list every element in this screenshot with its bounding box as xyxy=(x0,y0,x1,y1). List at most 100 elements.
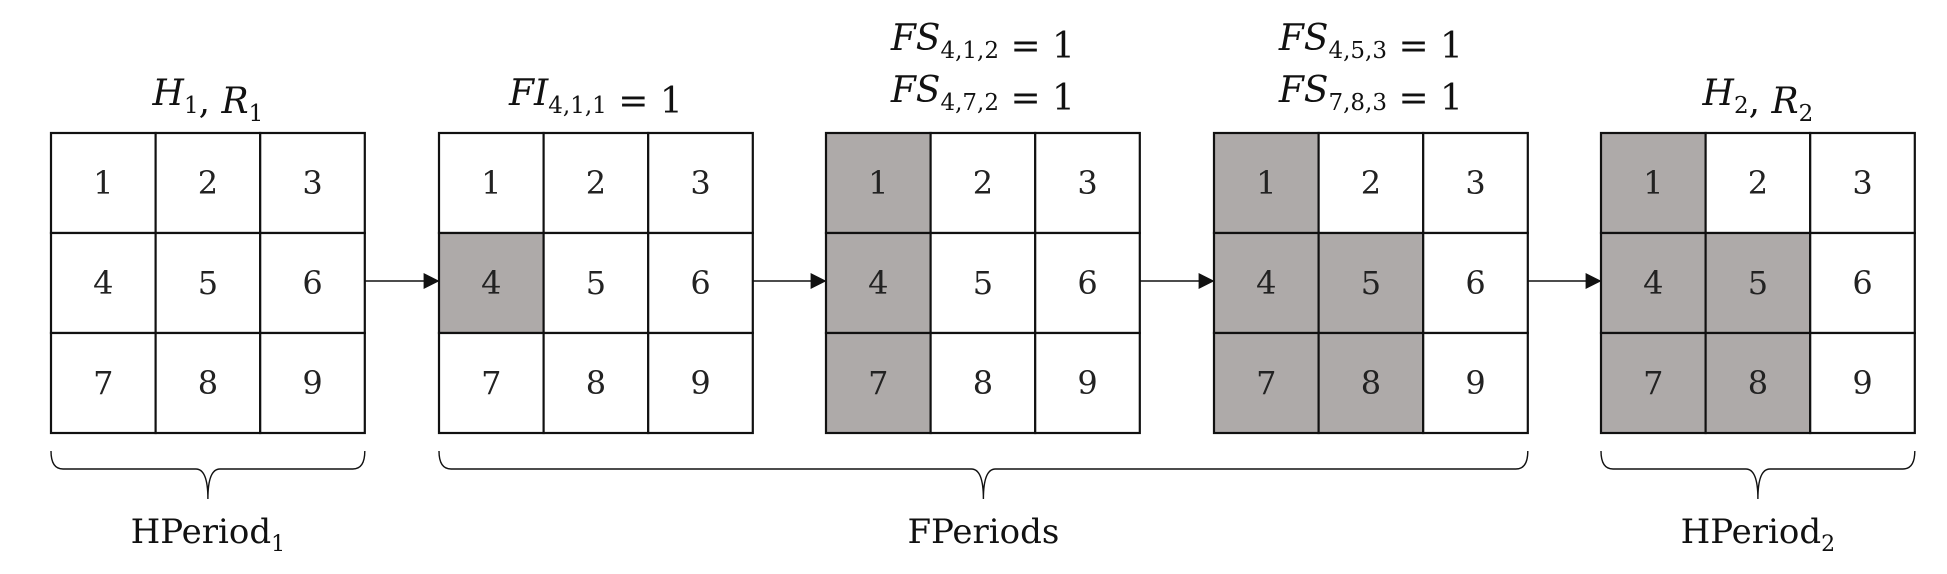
grid-cell xyxy=(154,331,262,435)
grid-cell-label: 2 xyxy=(1748,164,1768,202)
grid-cell-highlighted xyxy=(1212,231,1320,335)
grid-cell xyxy=(1034,231,1141,335)
brace-fperiods: FPeriods xyxy=(438,450,1529,552)
grid-cell-label: 6 xyxy=(1465,264,1485,302)
grid-cell-highlighted xyxy=(1212,131,1320,235)
grid-cell xyxy=(1809,231,1916,335)
grid-cell-label: 7 xyxy=(1643,364,1663,402)
grid-cell-label: 8 xyxy=(586,364,606,402)
grid-cell-highlighted xyxy=(824,231,932,335)
grid-cell-label: 9 xyxy=(1852,364,1872,402)
brace-label: FPeriods xyxy=(907,512,1059,552)
grid-cell-label: 1 xyxy=(868,164,888,202)
grid-cell-label: 4 xyxy=(868,264,888,302)
grid-cell xyxy=(1809,331,1916,435)
grid-cell xyxy=(259,331,366,435)
panel-title-line: FS4,5,3 = 1 xyxy=(1278,18,1463,67)
grid-cell xyxy=(154,131,262,235)
grid-cell xyxy=(647,131,754,235)
grid-cell-highlighted xyxy=(824,331,932,435)
grid-cell-label: 6 xyxy=(1852,264,1872,302)
grid-cell xyxy=(542,231,650,335)
grid-cell xyxy=(259,231,366,335)
curly-brace xyxy=(1600,450,1916,500)
grid-cell-highlighted xyxy=(824,131,932,235)
grid-cell xyxy=(1809,131,1916,235)
grid-cell-label: 5 xyxy=(1748,264,1768,302)
grid-cell-label: 1 xyxy=(481,164,501,202)
grid-cell-label: 4 xyxy=(1256,264,1276,302)
grid-cell-label: 4 xyxy=(93,264,113,302)
grid-cell-label: 5 xyxy=(198,264,218,302)
grid-cell xyxy=(259,131,366,235)
grid-cell-label: 7 xyxy=(481,364,501,402)
grid-cell-label: 9 xyxy=(690,364,710,402)
grid-cell-label: 6 xyxy=(1077,264,1097,302)
grid-cell xyxy=(647,331,754,435)
brace-label: HPeriod1 xyxy=(131,512,285,557)
grid-cell-label: 3 xyxy=(690,164,710,202)
grid-cell xyxy=(1317,131,1425,235)
grid-cell xyxy=(1034,331,1141,435)
grid-cell-label: 9 xyxy=(1077,364,1097,402)
grid-cell-label: 8 xyxy=(1748,364,1768,402)
grid-cell-highlighted xyxy=(1317,331,1425,435)
grid-cell-highlighted xyxy=(1599,231,1707,335)
grid-cell-label: 3 xyxy=(1077,164,1097,202)
grid-cell-label: 1 xyxy=(93,164,113,202)
grid-cell-highlighted xyxy=(1599,131,1707,235)
brace-hperiod2: HPeriod2 xyxy=(1600,450,1916,557)
curly-brace xyxy=(50,450,366,500)
grid-cell-label: 6 xyxy=(302,264,322,302)
grid-panel-h1: H1, R1 1 2 3 4 5 6 7 8 9 xyxy=(49,73,366,435)
grid-cell xyxy=(437,331,545,435)
grid-cell-label: 7 xyxy=(93,364,113,402)
grid-cell-label: 3 xyxy=(302,164,322,202)
grid-cell-highlighted xyxy=(1599,331,1707,435)
grid-panel-h2: H2, R2 1 2 3 4 5 6 7 8 9 xyxy=(1599,73,1916,435)
grid-cell-label: 5 xyxy=(973,264,993,302)
grid-cell-highlighted xyxy=(1212,331,1320,435)
grid-panel-fi: FI4,1,1 = 1 1 2 3 4 5 6 7 8 9 xyxy=(437,73,754,435)
panel-title-line: FS4,1,2 = 1 xyxy=(890,18,1075,67)
grid-cell-label: 5 xyxy=(586,264,606,302)
grid-cell-label: 5 xyxy=(1361,264,1381,302)
grid-cell-label: 4 xyxy=(1643,264,1663,302)
grid-cell-label: 7 xyxy=(868,364,888,402)
grid-cell-label: 8 xyxy=(973,364,993,402)
grid-cell xyxy=(1422,231,1529,335)
grid-cell xyxy=(1422,131,1529,235)
panel-title-line: H2, R2 xyxy=(1702,73,1814,127)
panel-title-line: FS4,7,2 = 1 xyxy=(890,70,1075,119)
grid-cell-label: 9 xyxy=(302,364,322,402)
grid-cell xyxy=(437,131,545,235)
brace-label: HPeriod2 xyxy=(1681,512,1835,557)
grid-cell xyxy=(1422,331,1529,435)
grid-cell xyxy=(929,131,1037,235)
grid-cell-label: 8 xyxy=(1361,364,1381,402)
grid-cell xyxy=(49,331,157,435)
grid-cell-label: 2 xyxy=(586,164,606,202)
grid-cell-label: 2 xyxy=(1361,164,1381,202)
grid-cell-label: 8 xyxy=(198,364,218,402)
grid-cell xyxy=(49,131,157,235)
grid-cell-label: 1 xyxy=(1256,164,1276,202)
grid-cell-label: 2 xyxy=(973,164,993,202)
grid-cell-label: 1 xyxy=(1643,164,1663,202)
grid-cell xyxy=(929,231,1037,335)
panel-title-line: H1, R1 xyxy=(152,73,264,127)
grid-cell-label: 6 xyxy=(690,264,710,302)
grid-cell xyxy=(1034,131,1141,235)
grid-cell-label: 2 xyxy=(198,164,218,202)
panel-title-line: FS7,8,3 = 1 xyxy=(1278,70,1463,119)
panel-title-line: FI4,1,1 = 1 xyxy=(508,73,683,122)
grid-cell-label: 3 xyxy=(1465,164,1485,202)
grid-cell-label: 7 xyxy=(1256,364,1276,402)
grid-cell xyxy=(542,331,650,435)
grid-cell-label: 4 xyxy=(481,264,501,302)
grid-cell-label: 9 xyxy=(1465,364,1485,402)
grid-cell-label: 3 xyxy=(1852,164,1872,202)
